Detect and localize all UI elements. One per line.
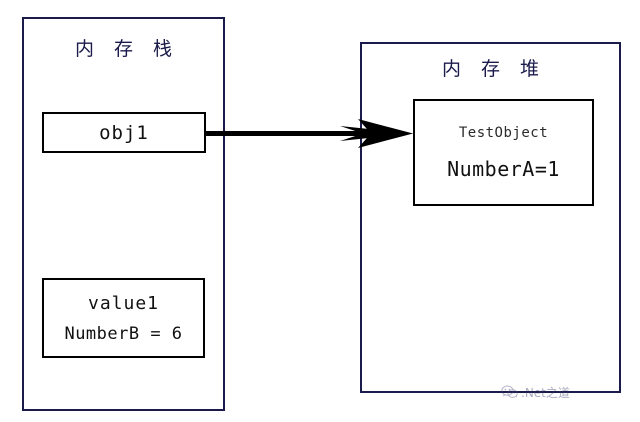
stack-cell-obj1-label: obj1 (99, 121, 149, 144)
memory-heap-region: 内 存 堆 (360, 42, 621, 393)
watermark-text: .Net之道 (521, 385, 570, 400)
wechat-icon (501, 385, 518, 399)
memory-stack-region: 内 存 栈 (22, 17, 225, 411)
heap-cell-testobject: TestObject NumberA=1 (413, 99, 594, 206)
heap-cell-testobject-type: TestObject (458, 124, 549, 141)
heap-cell-testobject-field: NumberA=1 (447, 156, 560, 181)
stack-cell-value1-value: NumberB = 6 (64, 323, 183, 344)
stack-cell-value1-label: value1 (87, 292, 160, 314)
memory-stack-title: 内 存 栈 (74, 38, 180, 60)
stack-cell-value1: value1 NumberB = 6 (42, 278, 205, 358)
watermark: .Net之道 (501, 380, 621, 404)
stack-cell-obj1: obj1 (42, 112, 206, 153)
memory-heap-title: 内 存 堆 (441, 58, 547, 80)
